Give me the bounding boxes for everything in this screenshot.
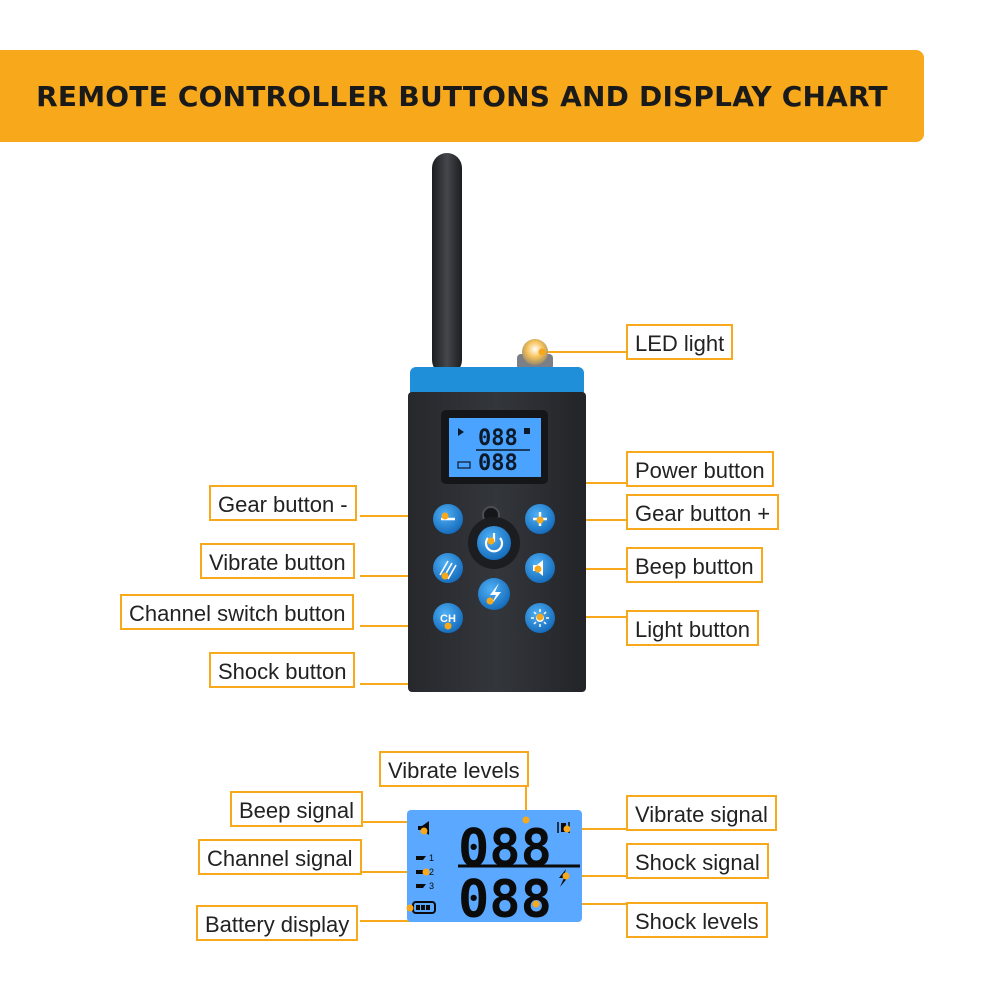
label-shock-button: Shock button: [209, 652, 356, 688]
lcd-digits-bottom: 088: [478, 451, 518, 476]
vibrate-button[interactable]: [433, 553, 463, 583]
label-gear-plus: Gear button +: [626, 494, 780, 530]
device-top-band: [410, 367, 584, 397]
label-shock-levels: Shock levels: [626, 902, 768, 938]
channel-switch-button[interactable]: CH: [433, 603, 463, 633]
lcd-detail-panel: 088 088 1 2 3: [407, 810, 582, 930]
title-banner: REMOTE CONTROLLER BUTTONS AND DISPLAY CH…: [0, 50, 924, 142]
leader-dots: [406, 348, 571, 912]
channel-3: 3: [429, 881, 434, 891]
remote-lcd: 088 088: [441, 410, 548, 484]
label-vibrate-button: Vibrate button: [200, 543, 355, 579]
label-vibrate-signal: Vibrate signal: [626, 795, 777, 831]
display-digits-bottom: 088: [458, 870, 552, 930]
power-button[interactable]: [468, 517, 520, 569]
channel-2: 2: [429, 867, 434, 877]
label-led-light: LED light: [626, 324, 734, 360]
gear-minus-button[interactable]: [433, 504, 463, 534]
label-channel-switch: Channel switch button: [120, 594, 355, 630]
label-vibrate-levels: Vibrate levels: [379, 751, 529, 787]
label-beep-button: Beep button: [626, 547, 763, 583]
label-channel-signal: Channel signal: [198, 839, 362, 875]
shock-button[interactable]: [478, 578, 510, 610]
label-beep-signal: Beep signal: [230, 791, 363, 827]
channel-1: 1: [429, 853, 434, 863]
label-battery-display: Battery display: [196, 905, 359, 941]
led-light: [517, 339, 553, 370]
lcd-digits-top: 088: [478, 426, 518, 451]
label-power-button: Power button: [626, 451, 774, 487]
page-title: REMOTE CONTROLLER BUTTONS AND DISPLAY CH…: [36, 79, 888, 113]
label-shock-signal: Shock signal: [626, 843, 769, 879]
antenna: [432, 153, 462, 375]
display-digits-top: 088: [458, 819, 552, 879]
label-gear-minus: Gear button -: [209, 485, 357, 521]
channel-button-text: CH: [440, 613, 456, 625]
label-light-button: Light button: [626, 610, 759, 646]
